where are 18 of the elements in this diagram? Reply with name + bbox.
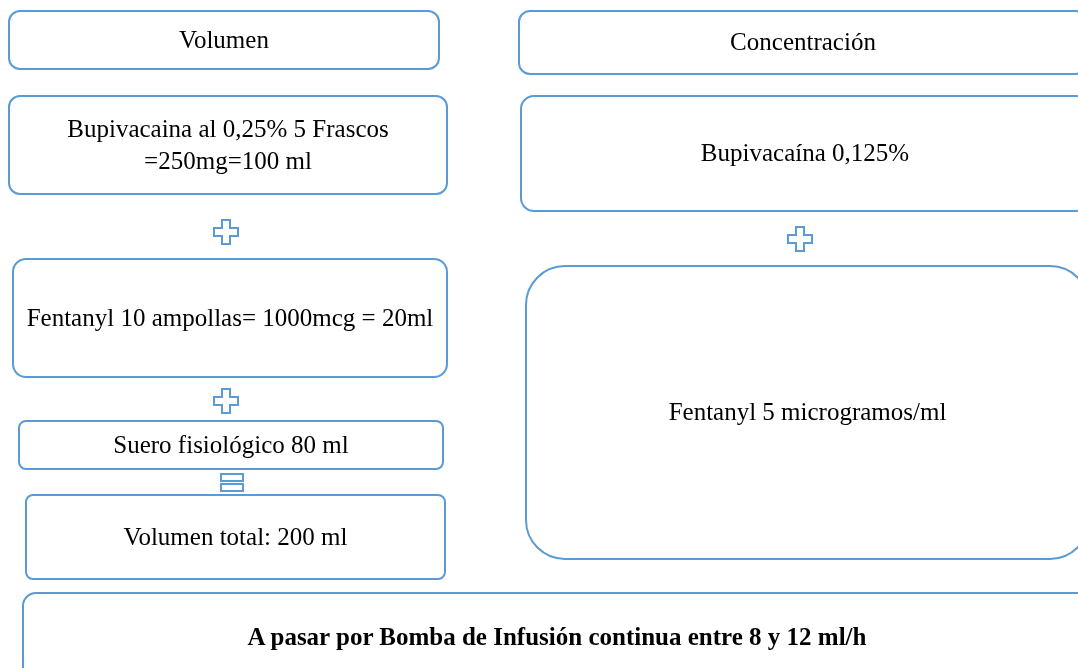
heading-box — [518, 10, 1078, 75]
ingredient-box — [8, 95, 448, 195]
heading-box — [8, 10, 440, 70]
box-text: Fentanyl 5 microgramos/ml — [667, 397, 948, 428]
box-text: Fentanyl 10 ampollas= 1000mcg = 20ml — [25, 302, 435, 333]
box-text: Bupivacaina al 0,25% 5 Frascos =250mg=100 ml — [66, 113, 390, 176]
box-text: Volumen — [178, 24, 270, 55]
ingredient-box — [520, 95, 1078, 212]
box-text: Volumen total: 200 ml — [122, 521, 349, 552]
box-text: Suero fisiológico 80 ml — [112, 429, 350, 460]
box-text: Concentración — [729, 27, 877, 58]
instruction-box — [22, 592, 1078, 668]
ingredient-box — [18, 420, 444, 470]
ingredient-box — [12, 258, 448, 378]
ingredient-box — [525, 265, 1078, 560]
total-box — [25, 494, 446, 580]
instruction-text: A pasar por Bomba de Infusión continua entre 8 y 12 ml/h — [246, 621, 868, 652]
box-text: Bupivacaína 0,125% — [699, 138, 911, 169]
